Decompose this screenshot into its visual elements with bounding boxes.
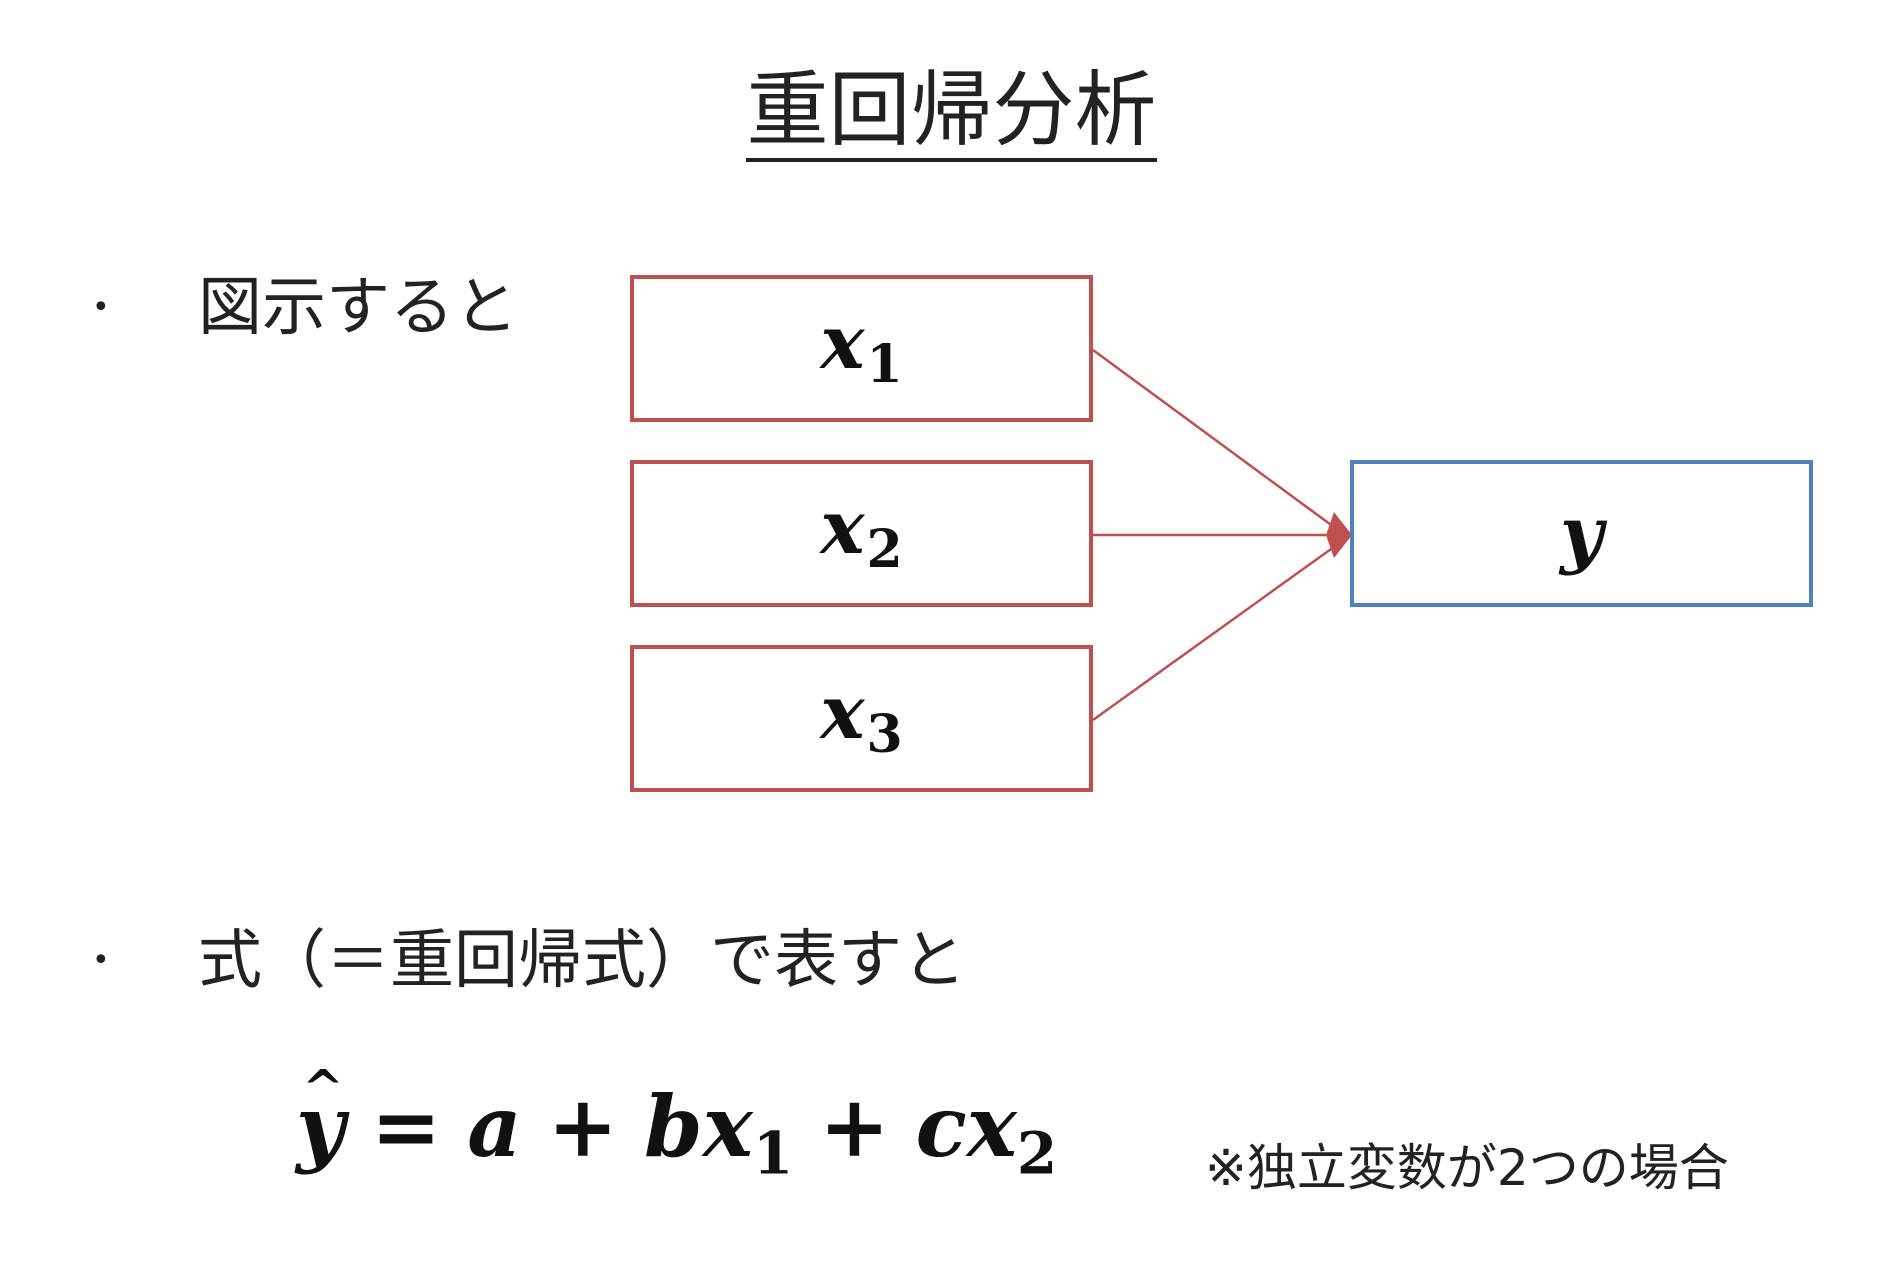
arrow-x3-y	[1092, 542, 1339, 722]
output-box-y: y	[1350, 460, 1813, 607]
var-x1: x1	[820, 299, 903, 396]
equals-sign: =	[370, 1077, 442, 1176]
var-x3: x3	[820, 669, 903, 766]
page-title: 重回帰分析	[0, 70, 1903, 162]
term-x2: x2	[966, 1077, 1058, 1188]
coef-c: c	[915, 1077, 967, 1176]
input-box-x1: x1	[630, 275, 1093, 422]
arrowhead	[1326, 512, 1352, 558]
arrow-x1-y	[1092, 348, 1339, 532]
title-text: 重回帰分析	[746, 70, 1157, 162]
plus-sign: +	[547, 1077, 619, 1176]
plus-sign: +	[819, 1077, 890, 1176]
coef-b: b	[644, 1077, 703, 1176]
term-x1: x1	[702, 1077, 794, 1188]
var-y: y	[1560, 490, 1603, 577]
regression-equation: ^y=a+bx1+cx2	[296, 1058, 1057, 1183]
bullet-marker: •	[92, 290, 110, 325]
footnote: ※独立変数が2つの場合	[1205, 1139, 1729, 1197]
bullet-marker: •	[92, 943, 110, 978]
bullet-text-diagram: 図示すると	[198, 271, 518, 345]
bullet-text-equation: 式（＝重回帰式）で表すと	[198, 924, 966, 998]
y-hat: ^y	[296, 1058, 345, 1176]
hat-symbol: ^	[302, 1058, 344, 1117]
var-x2: x2	[820, 484, 903, 581]
coef-a: a	[467, 1077, 522, 1176]
input-box-x2: x2	[630, 460, 1093, 607]
input-box-x3: x3	[630, 645, 1093, 792]
